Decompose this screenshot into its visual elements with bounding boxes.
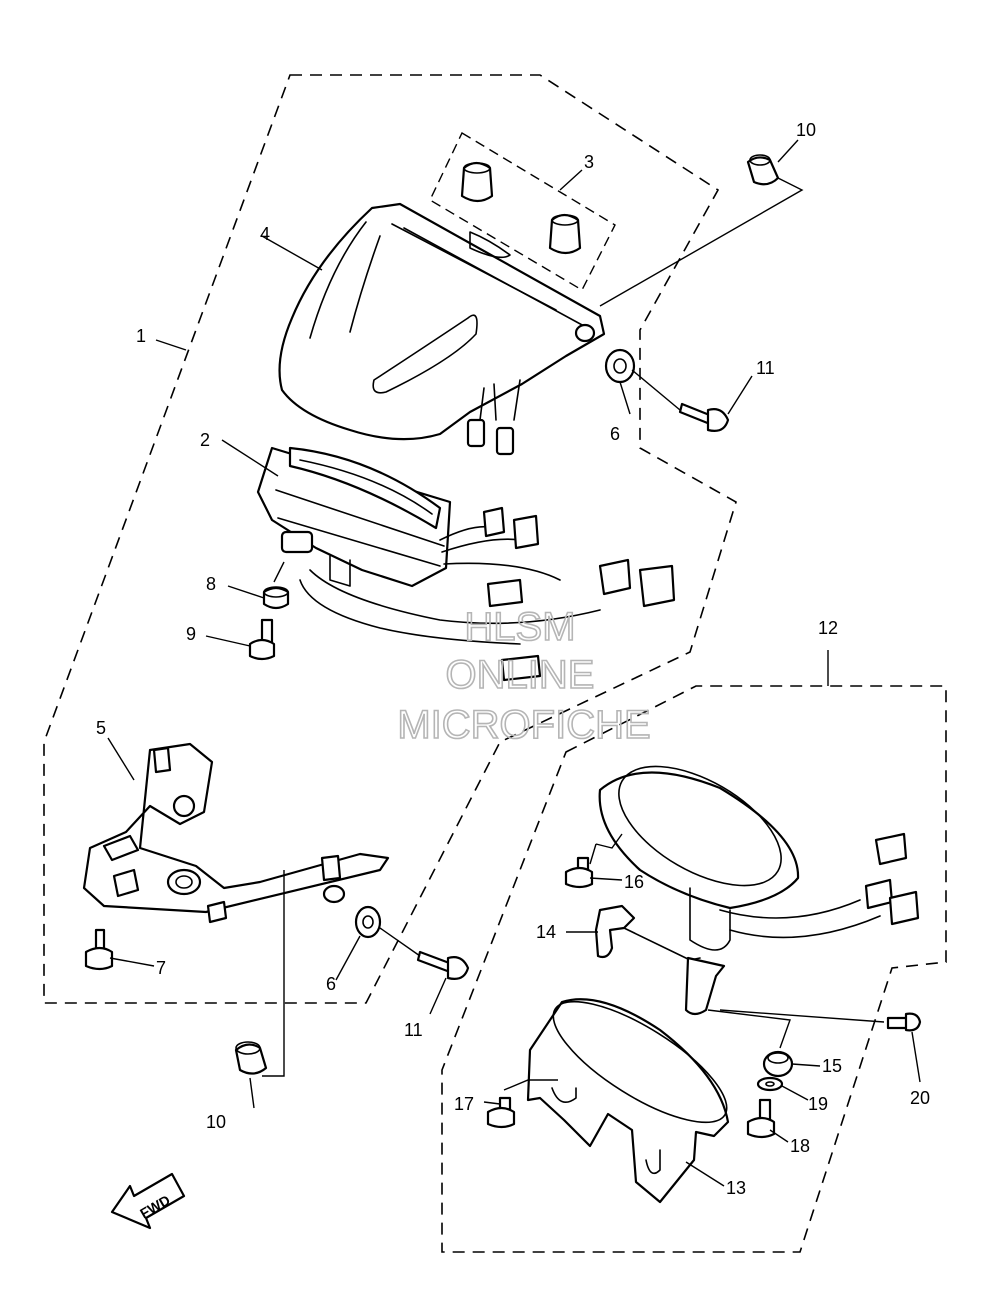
screw-17 xyxy=(486,1096,516,1129)
callout-3: 3 xyxy=(584,152,594,172)
callout-10-top: 10 xyxy=(796,120,816,140)
grommet-15 xyxy=(762,1050,794,1078)
callout-1: 1 xyxy=(136,326,146,346)
bulb-sockets xyxy=(460,161,582,255)
callout-5: 5 xyxy=(96,718,106,738)
screw-20 xyxy=(886,1012,922,1032)
bolt-11-upper xyxy=(678,402,730,432)
washer-19 xyxy=(756,1076,784,1092)
callout-15: 15 xyxy=(822,1056,842,1076)
callout-11-upper: 11 xyxy=(756,358,775,378)
callout-6-lower: 6 xyxy=(326,974,336,994)
callout-20: 20 xyxy=(910,1088,930,1108)
meter-assembly xyxy=(256,446,676,682)
damper-10-lower xyxy=(234,1041,268,1075)
collar-8 xyxy=(262,586,290,610)
stay-14 xyxy=(594,904,726,1016)
callout-6-upper: 6 xyxy=(610,424,620,444)
meter-cover xyxy=(278,202,606,456)
callout-11-lower: 11 xyxy=(404,1020,423,1040)
callout-8: 8 xyxy=(206,574,216,594)
callout-4: 4 xyxy=(260,224,270,244)
callout-12: 12 xyxy=(818,618,838,638)
callout-16: 16 xyxy=(624,872,644,892)
watermark-line-3: MICROFICHE xyxy=(397,703,650,747)
callout-2: 2 xyxy=(200,430,210,450)
leader-lines xyxy=(107,139,921,1187)
grommet-6-upper xyxy=(604,348,636,384)
callout-9: 9 xyxy=(186,624,196,644)
watermark: HLSM ONLINE MICROFICHE xyxy=(397,604,652,748)
bolt-11-lower xyxy=(416,950,470,980)
damper-10-top xyxy=(746,154,780,186)
meter-case-13 xyxy=(526,998,730,1204)
callout-14: 14 xyxy=(536,922,556,942)
fwd-arrow-icon: FWD xyxy=(110,1172,186,1230)
meter-bracket xyxy=(82,742,390,924)
assembly-12-boundary xyxy=(441,685,947,1253)
watermark-line-2: ONLINE xyxy=(446,653,595,697)
screw-9 xyxy=(248,618,276,661)
callouts: 1 2 3 4 5 6 6 7 8 9 10 10 11 11 12 13 14… xyxy=(96,120,930,1198)
callout-10-bottom: 10 xyxy=(206,1112,226,1132)
bulb-group-boundary xyxy=(429,132,616,291)
callout-19: 19 xyxy=(808,1094,828,1114)
watermark-line-1: HLSM xyxy=(464,605,575,649)
screw-7 xyxy=(84,928,114,971)
callout-7: 7 xyxy=(156,958,166,978)
grommet-6-lower xyxy=(354,905,382,939)
callout-13: 13 xyxy=(726,1178,746,1198)
callout-17: 17 xyxy=(454,1094,474,1114)
screw-16 xyxy=(564,856,594,889)
callout-18: 18 xyxy=(790,1136,810,1156)
speedometer-gauge xyxy=(598,765,920,951)
screw-18 xyxy=(746,1098,776,1139)
assembly-1-boundary xyxy=(43,74,737,1004)
